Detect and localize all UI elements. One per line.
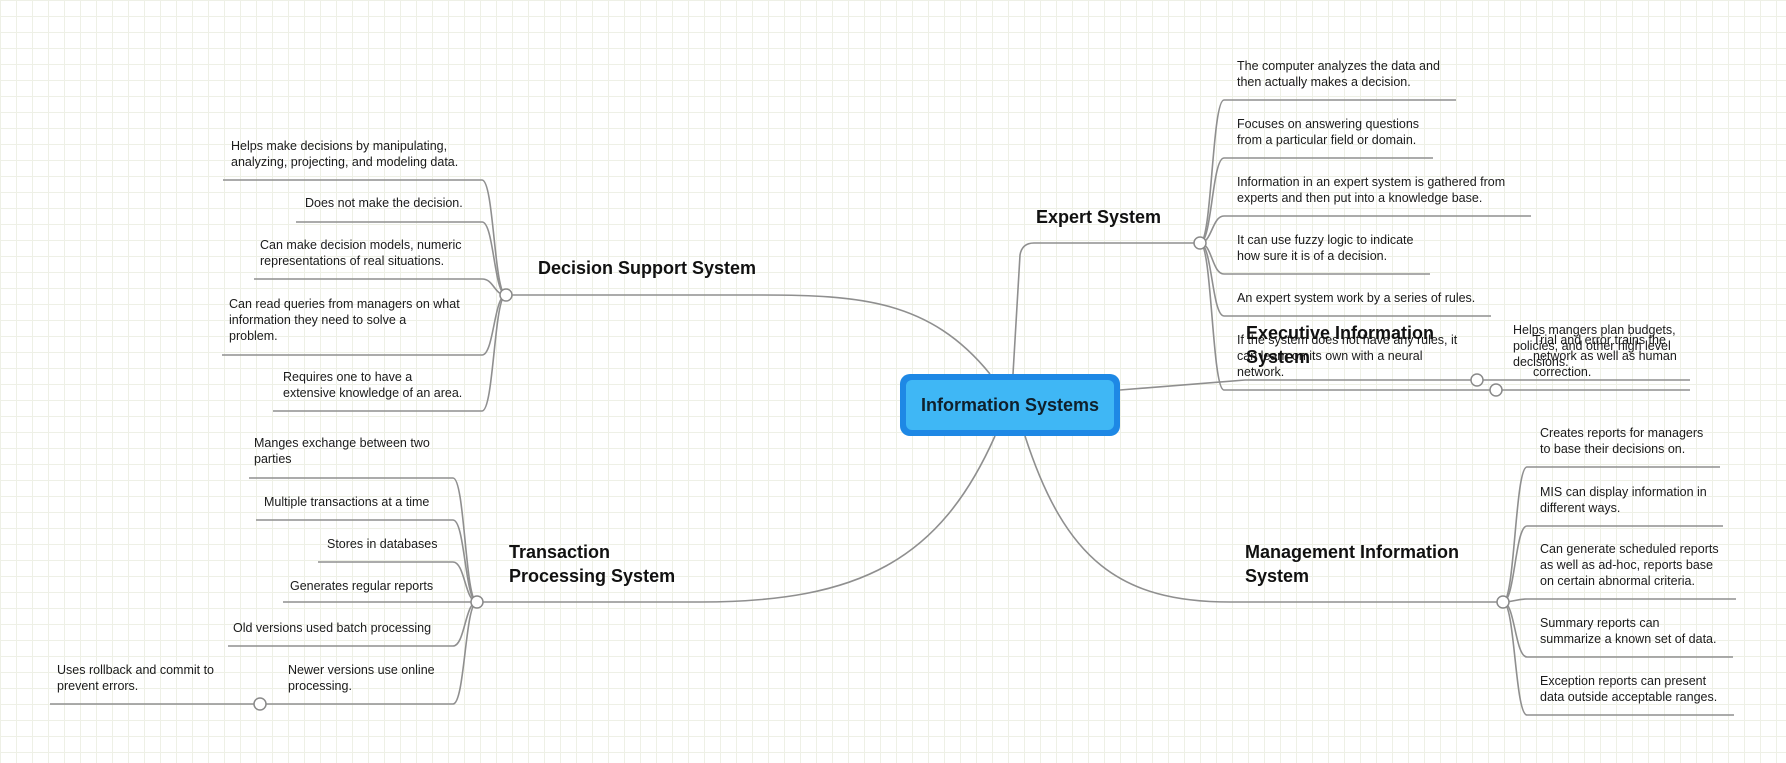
mis-collapse-knot[interactable]	[1496, 595, 1510, 609]
leaf-topic[interactable]: MIS can display information in different…	[1540, 485, 1707, 515]
leaf-topic[interactable]: Focuses on answering questions from a pa…	[1237, 117, 1420, 147]
leaf-topic[interactable]: Multiple transactions at a time	[264, 495, 430, 509]
leaf-topic[interactable]: If the system does not have any rules, i…	[1237, 333, 1458, 379]
tps-collapse-knot[interactable]	[470, 595, 484, 609]
connector-dss	[506, 294, 991, 375]
subleaf-topic[interactable]: Trial and error trains the network as we…	[1533, 333, 1677, 379]
connector-eis	[1119, 379, 1477, 391]
branch-transaction-processing-system[interactable]: Transaction Processing System	[509, 542, 676, 586]
branch-executive-information-system[interactable]: Executive Information System	[1246, 323, 1435, 367]
eis-collapse-knot[interactable]	[1470, 373, 1484, 387]
leaf-topic[interactable]: Stores in databases	[327, 537, 438, 551]
leaf-topic[interactable]: Old versions used batch processing	[233, 621, 432, 635]
subleaf-topic[interactable]: Uses rollback and commit to prevent erro…	[57, 663, 215, 693]
connector-mis-leaf	[1502, 466, 1720, 603]
leaf-topic[interactable]: Can make decision models, numeric repres…	[260, 238, 462, 268]
leaf-topic[interactable]: Can read queries from managers on what i…	[229, 297, 460, 343]
leaf-topic[interactable]: It can use fuzzy logic to indicate how s…	[1237, 233, 1414, 263]
leaf-topic[interactable]: Creates reports for managers to base the…	[1540, 426, 1704, 456]
leaf-topic[interactable]: Generates regular reports	[290, 579, 434, 593]
connector-tps	[477, 435, 996, 603]
leaf-topic[interactable]: Information in an expert system is gathe…	[1237, 175, 1506, 205]
connector-tps-leaf	[249, 477, 478, 603]
connector-dss-leaf	[254, 278, 507, 296]
leaf-topic[interactable]: Exception reports can present data outsi…	[1540, 674, 1718, 704]
connector-es-leaf	[1199, 242, 1496, 391]
branch-management-information-system[interactable]: Management Information System	[1245, 542, 1460, 586]
leaf-topic[interactable]: Requires one to have a extensive knowled…	[283, 370, 463, 400]
connector-mis	[1024, 435, 1503, 603]
connector-es	[1012, 242, 1200, 375]
tps-subleaf-collapse-knot[interactable]	[253, 697, 267, 711]
leaf-topic[interactable]: An expert system work by a series of rul…	[1237, 291, 1476, 305]
leaf-topic[interactable]: The computer analyzes the data and then …	[1237, 59, 1440, 89]
leaf-topic[interactable]: Can generate scheduled reports as well a…	[1540, 542, 1719, 588]
es-collapse-knot[interactable]	[1193, 236, 1207, 250]
connector-mis-leaf	[1502, 598, 1736, 603]
leaf-topic[interactable]: Helps make decisions by manipulating, an…	[231, 139, 459, 169]
leaf-topic[interactable]: Newer versions use online processing.	[288, 663, 435, 693]
leaf-topic[interactable]: Does not make the decision.	[305, 196, 463, 210]
branch-expert-system[interactable]: Expert System	[1036, 207, 1162, 227]
connector-es-leaf	[1199, 99, 1456, 244]
leaf-topic[interactable]: Manges exchange between two parties	[254, 436, 430, 466]
central-topic-label: Information Systems	[906, 380, 1114, 430]
leaf-topic[interactable]: Summary reports can summarize a known se…	[1540, 616, 1717, 646]
branch-decision-support-system[interactable]: Decision Support System	[538, 258, 757, 278]
dss-collapse-knot[interactable]	[499, 288, 513, 302]
leaf-topic[interactable]: Helps mangers plan budgets, policies, an…	[1513, 323, 1676, 369]
central-topic[interactable]: Information Systems	[900, 374, 1120, 436]
es-subleaf-collapse-knot[interactable]	[1489, 383, 1503, 397]
